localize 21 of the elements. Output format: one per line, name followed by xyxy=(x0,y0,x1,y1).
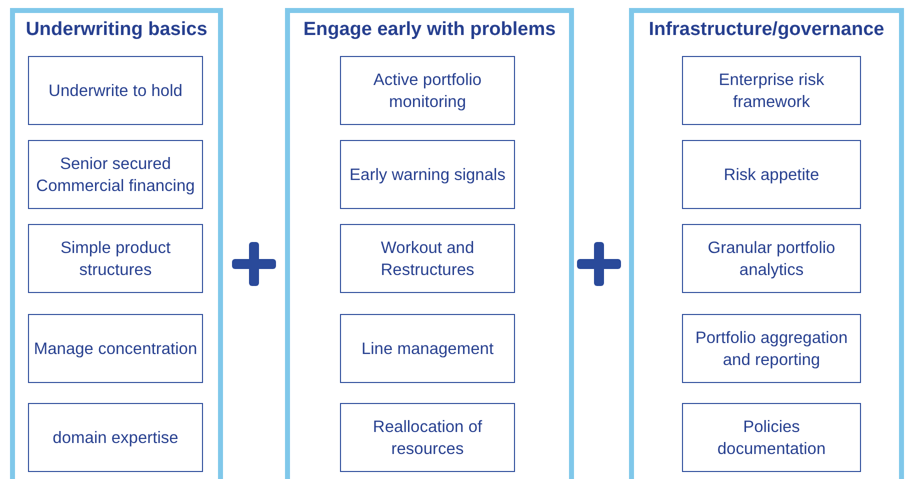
column-panel xyxy=(285,8,574,479)
item-box: Early warning signals xyxy=(340,140,515,209)
item-box: Policies documentation xyxy=(682,403,861,472)
item-box: Reallocation of resources xyxy=(340,403,515,472)
item-box: Risk appetite xyxy=(682,140,861,209)
item-box: Active portfolio monitoring xyxy=(340,56,515,125)
column-heading: Engage early with problems xyxy=(302,19,557,41)
item-box: Simple product structures xyxy=(28,224,203,293)
column-panel xyxy=(10,8,223,479)
item-box: Granular portfolio analytics xyxy=(682,224,861,293)
item-box: Enterprise risk framework xyxy=(682,56,861,125)
item-box: Senior secured Commercial financing xyxy=(28,140,203,209)
column-heading: Infrastructure/governance xyxy=(648,19,886,41)
item-box: Underwrite to hold xyxy=(28,56,203,125)
item-box: Portfolio aggregation and reporting xyxy=(682,314,861,383)
item-box: domain expertise xyxy=(28,403,203,472)
column-heading: Underwriting basics xyxy=(24,19,208,41)
item-box: Workout and Restructures xyxy=(340,224,515,293)
item-box: Line management xyxy=(340,314,515,383)
column-panel xyxy=(629,8,904,479)
item-box: Manage concentration xyxy=(28,314,203,383)
